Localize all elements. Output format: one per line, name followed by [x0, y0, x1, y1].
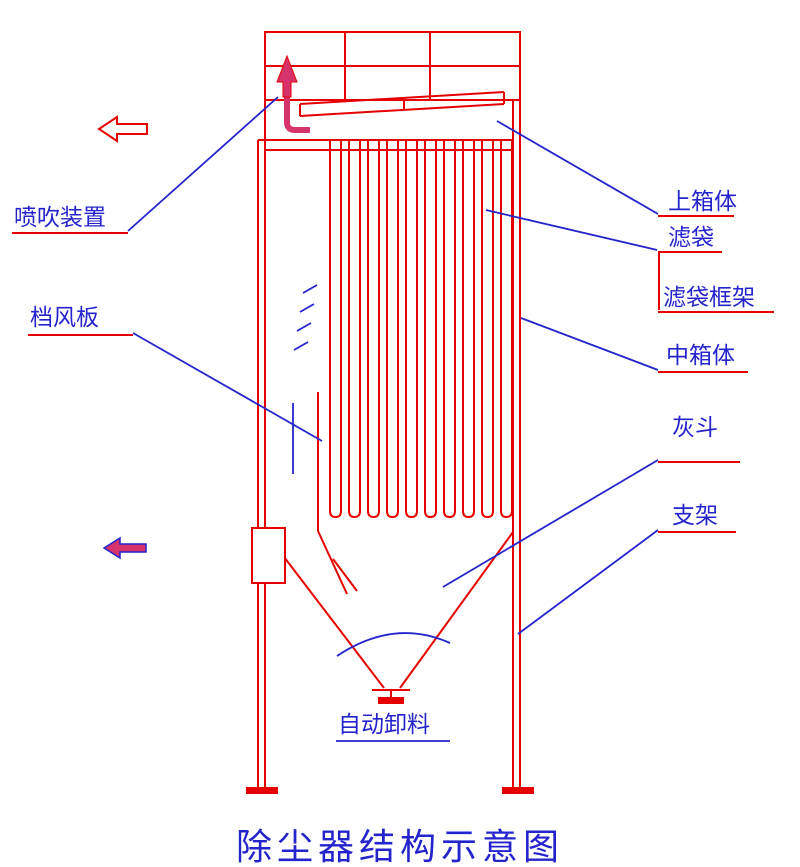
- leader-baffle-plate: [132, 332, 323, 442]
- annotation-underlines: [12, 215, 774, 533]
- right-foot: [502, 787, 534, 794]
- filter-bags: [329, 141, 513, 519]
- hopper: [251, 527, 514, 689]
- leader-blow-device: [127, 96, 279, 232]
- baffle-plate-lines: [317, 392, 358, 595]
- label-upper-box: 上箱体: [668, 188, 737, 214]
- label-filter-bag-frame: 滤袋框架: [663, 284, 755, 310]
- outlet-arrow-icon: [97, 115, 148, 143]
- access-door: [251, 527, 286, 584]
- leader-middle-box: [520, 317, 659, 371]
- walls-and-legs: [246, 32, 534, 794]
- leader-filter-bag: [485, 209, 658, 251]
- diagram-title: 除尘器结构示意图: [235, 827, 564, 867]
- label-blow-device: 喷吹装置: [14, 204, 106, 230]
- label-ash-hopper: 灰斗: [672, 414, 718, 440]
- up-arrow-icon: [276, 54, 298, 98]
- label-support-frame: 支架: [672, 502, 718, 528]
- discharge-valve: [372, 689, 410, 704]
- inlet-arrow-icon: [102, 536, 147, 560]
- airflow-dashes: [293, 284, 318, 351]
- leader-upper-box: [496, 120, 659, 215]
- leader-lines: [127, 96, 659, 742]
- hopper-arc: [336, 632, 451, 657]
- label-auto-discharge: 自动卸料: [338, 711, 430, 737]
- top-box: [264, 31, 521, 140]
- left-foot: [246, 787, 278, 794]
- label-middle-box: 中箱体: [666, 342, 735, 368]
- label-filter-bag: 滤袋: [668, 224, 714, 250]
- pulse-pipe: [276, 54, 310, 133]
- label-baffle-plate: 档风板: [30, 304, 99, 330]
- tube-sheet-and-blowpipe: [258, 91, 513, 151]
- leader-ash-hopper: [442, 459, 659, 588]
- leader-support-frame: [517, 529, 659, 635]
